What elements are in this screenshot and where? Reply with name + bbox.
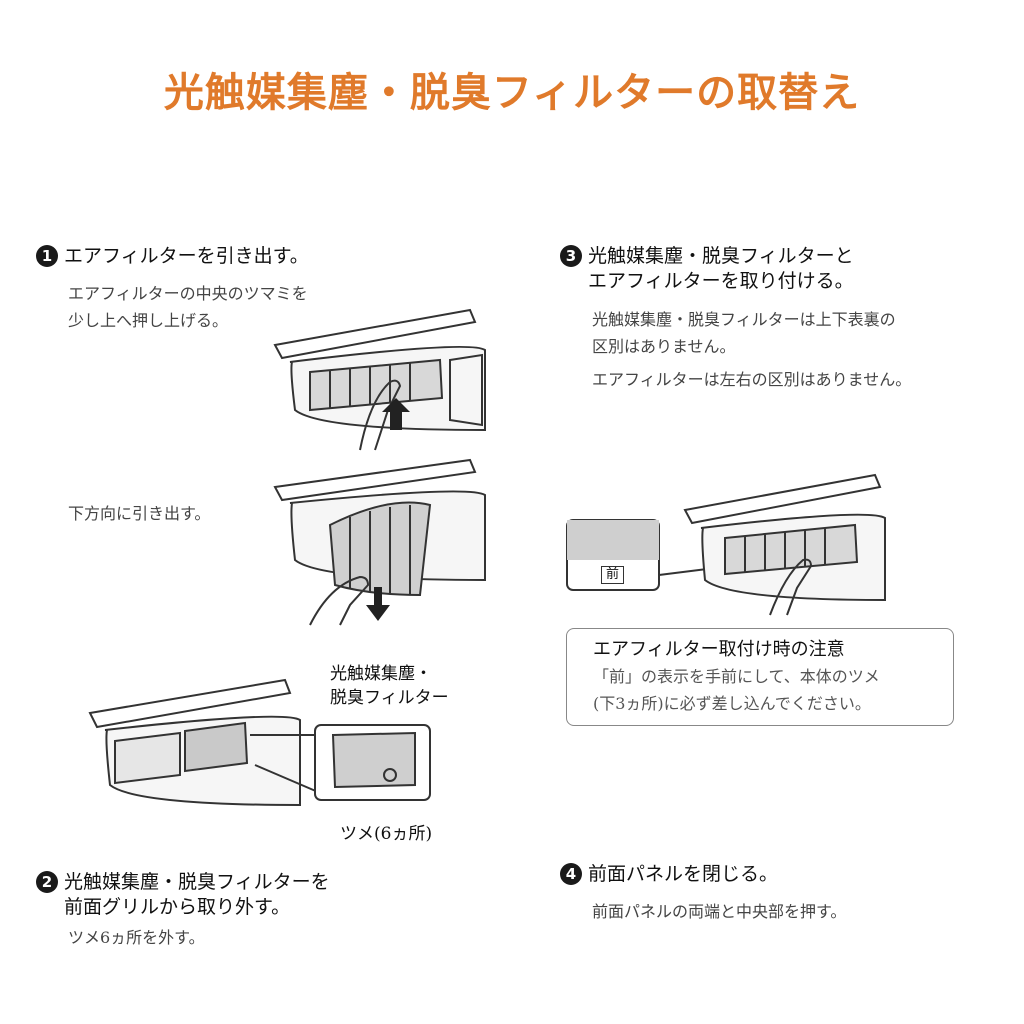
desc-line: 区別はありません。 <box>592 337 736 356</box>
step-3-description: 光触媒集塵・脱臭フィルターは上下表裏の 区別はありません。 エアフィルターは左右… <box>592 306 911 393</box>
page-title: 光触媒集塵・脱臭フィルターの取替え <box>163 69 861 116</box>
step-number: 1 <box>36 245 58 267</box>
step-1-heading: 1 エアフィルターを引き出す。 <box>36 244 309 269</box>
step-number: 4 <box>560 863 582 885</box>
step-3-heading: 3 光触媒集塵・脱臭フィルターと エアフィルターを取り付ける。 <box>560 244 854 294</box>
front-indicator-label: 前 <box>601 566 625 584</box>
desc-line: エアフィルターは左右の区別はありません。 <box>592 370 912 389</box>
heading-line: 光触媒集塵・脱臭フィルターを <box>64 871 330 893</box>
heading-line: 前面グリルから取り外す。 <box>64 896 291 918</box>
step-heading: 光触媒集塵・脱臭フィルターを 前面グリルから取り外す。 <box>64 870 330 920</box>
step-4-description: 前面パネルの両端と中央部を押す。 <box>592 902 847 921</box>
step-heading: 前面パネルを閉じる。 <box>588 863 779 885</box>
desc-line: エアフィルターの中央のツマミを <box>68 284 308 303</box>
aircon-illustration-pull-down <box>273 458 486 626</box>
step-4-heading: 4 前面パネルを閉じる。 <box>560 862 778 887</box>
step-2-heading: 2 光触媒集塵・脱臭フィルターを 前面グリルから取り外す。 <box>36 870 330 920</box>
desc-line: 光触媒集塵・脱臭フィルターは上下表裏の <box>592 310 896 329</box>
step-1-description: エアフィルターの中央のツマミを 少し上へ押し上げる。 <box>68 280 308 334</box>
tab-callout-label: ツメ(6ヵ所) <box>340 824 433 844</box>
label-line: 光触媒集塵・ <box>330 664 432 684</box>
filter-callout-label: 光触媒集塵・ 脱臭フィルター <box>330 662 449 710</box>
caution-note: エアフィルター取付け時の注意 「前」の表示を手前にして、本体のツメ (下3ヵ所)… <box>566 628 954 726</box>
step-number: 2 <box>36 871 58 893</box>
step-2-description: ツメ6ヵ所を外す。 <box>68 928 205 947</box>
step-heading: 光触媒集塵・脱臭フィルターと エアフィルターを取り付ける。 <box>588 244 854 294</box>
label-line: 脱臭フィルター <box>330 688 449 708</box>
step-heading: エアフィルターを引き出す。 <box>64 245 309 267</box>
step-number: 3 <box>560 245 582 267</box>
aircon-illustration-push-up <box>273 308 486 451</box>
desc-line: 少し上へ押し上げる。 <box>68 311 229 330</box>
heading-line: エアフィルターを取り付ける。 <box>588 270 854 292</box>
note-line: (下3ヵ所)に必ず差し込んでください。 <box>593 694 871 713</box>
note-title: エアフィルター取付け時の注意 <box>593 639 845 660</box>
aircon-illustration-remove-filter <box>88 678 431 807</box>
note-line: 「前」の表示を手前にして、本体のツメ <box>593 667 880 686</box>
heading-line: 光触媒集塵・脱臭フィルターと <box>588 245 854 267</box>
step-1-description-2: 下方向に引き出す。 <box>68 504 211 523</box>
aircon-illustration-attach-filter <box>566 473 886 616</box>
